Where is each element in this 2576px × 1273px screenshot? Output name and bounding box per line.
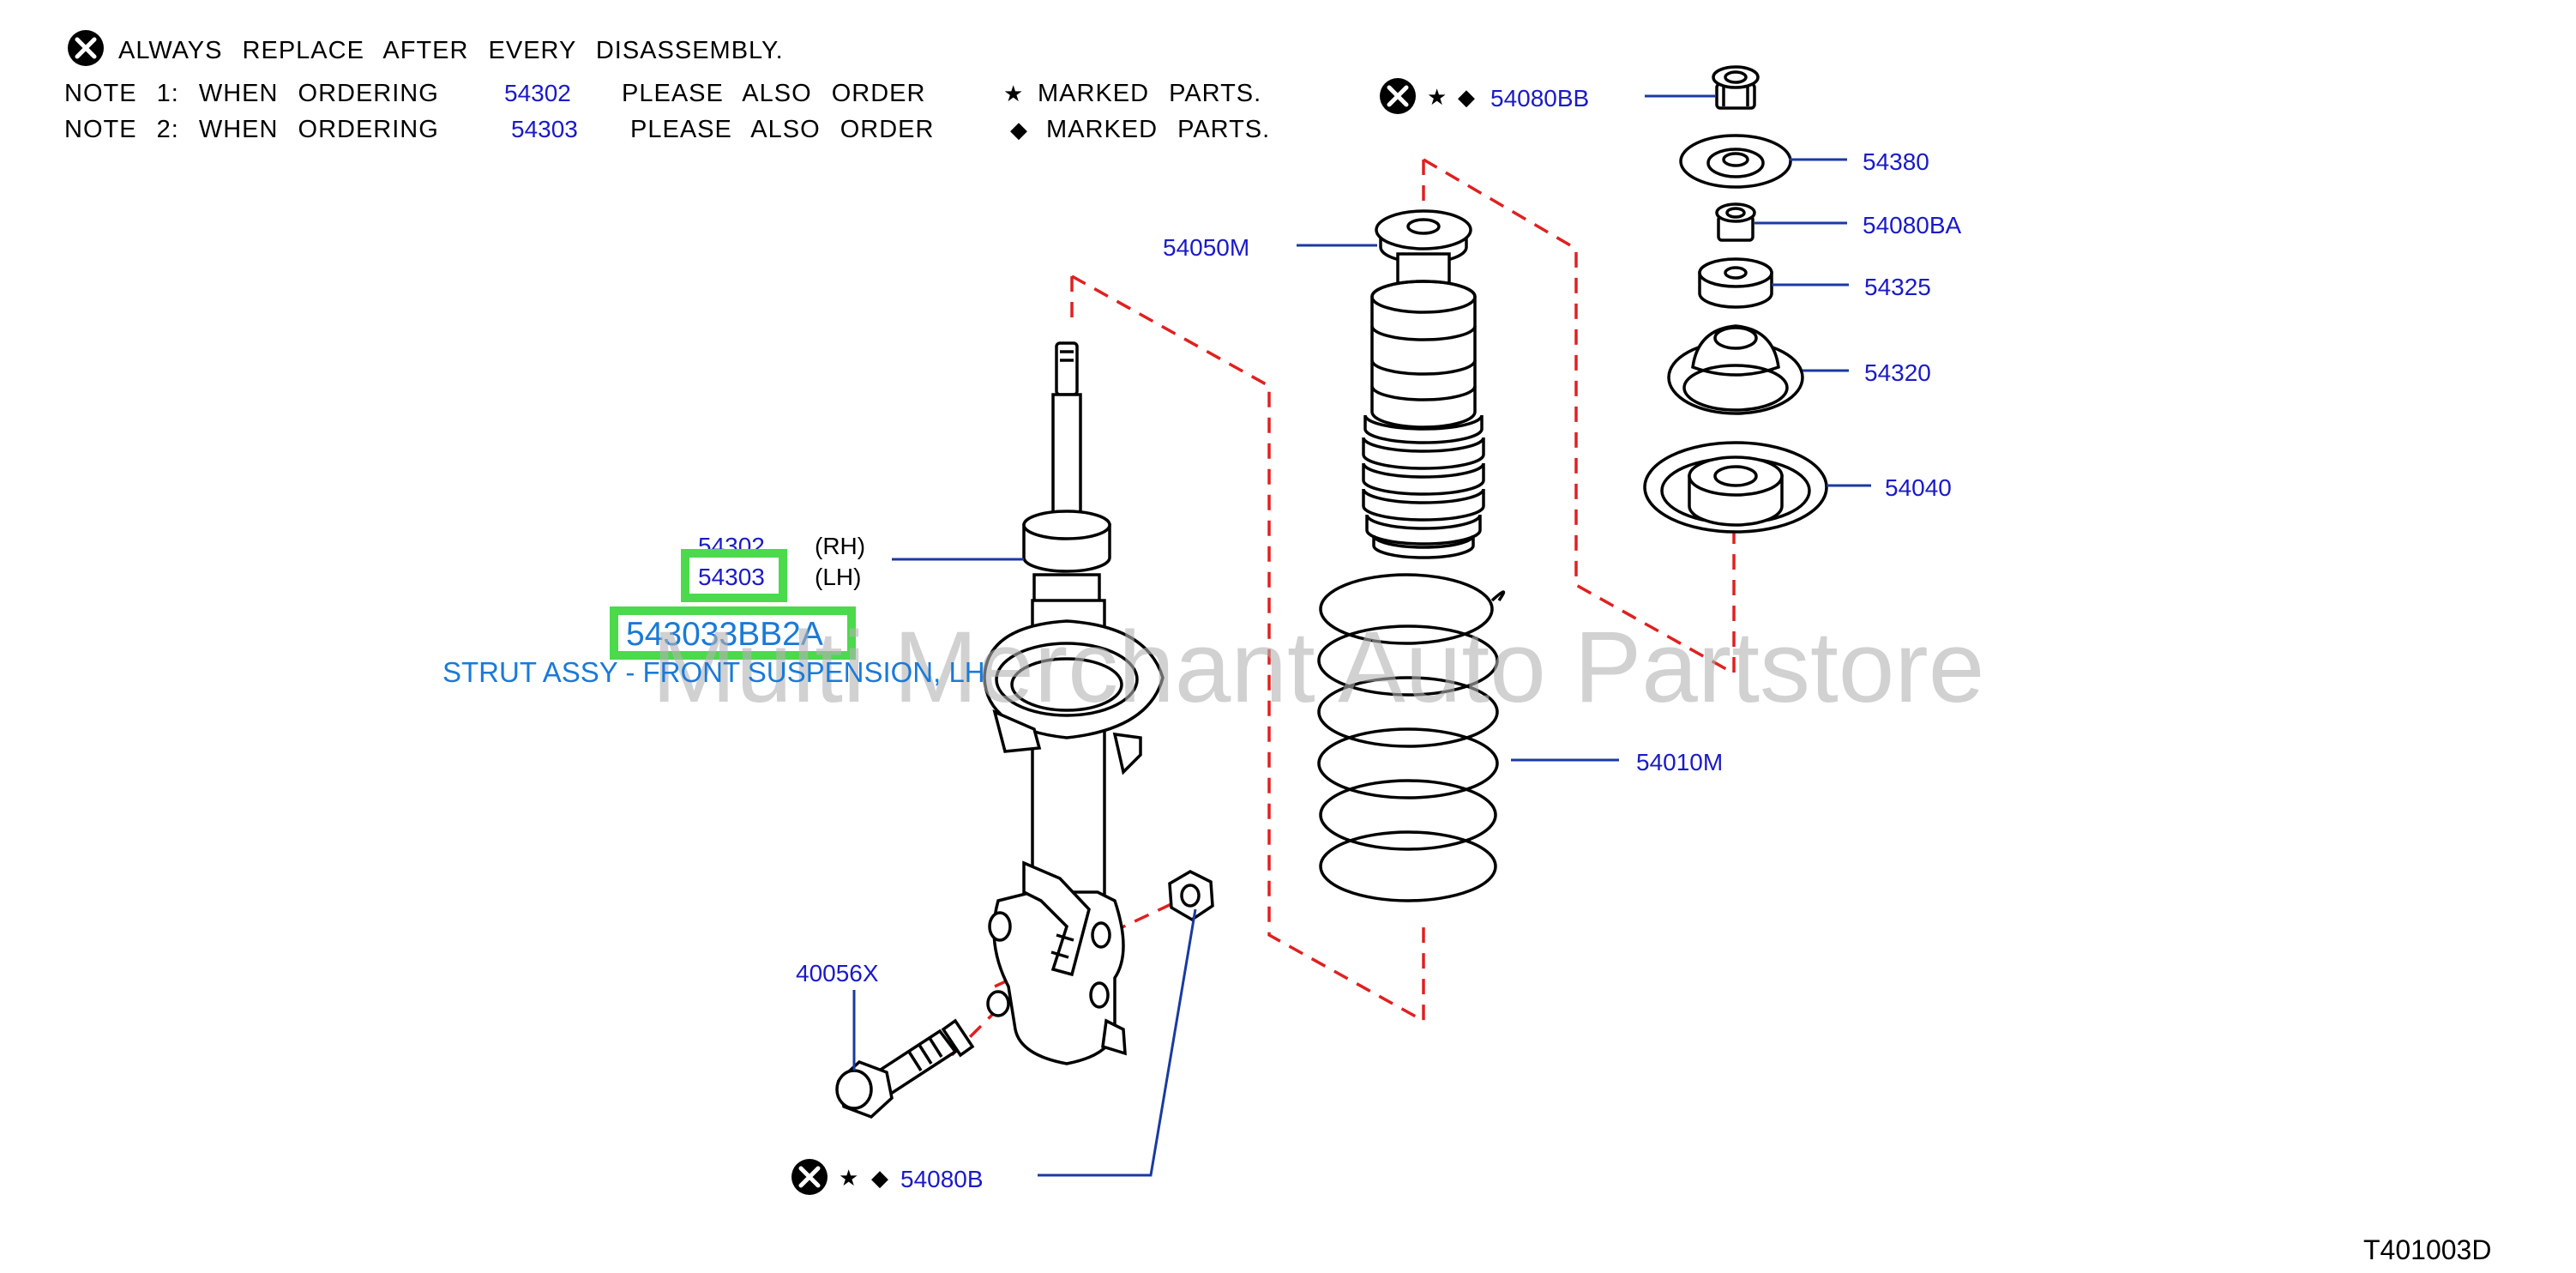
side-label-rh: (RH) [815,533,865,559]
note-1-part-number[interactable]: 54302 [504,80,571,106]
diamond-icon: ◆ [871,1166,888,1192]
nut-54080b[interactable] [1168,870,1214,922]
part-label-54303[interactable]: 54303 [698,564,765,590]
insulator-54320[interactable] [1667,324,1804,415]
replace-symbol-54080b-icon [791,1159,828,1195]
diamond-icon: ◆ [1010,118,1027,143]
note-1-middle: PLEASE ALSO ORDER [622,80,925,107]
part-label-54380[interactable]: 54380 [1863,148,1929,175]
nut-54080ba[interactable] [1715,202,1756,242]
selected-part-number[interactable]: 543033BB2A [626,616,823,653]
replace-symbol-54080bb-icon [1380,78,1416,114]
washer-54380[interactable] [1679,134,1792,189]
note-2-label: NOTE 2: WHEN ORDERING [64,116,439,143]
part-label-54010m[interactable]: 54010M [1636,749,1723,775]
selected-part-description: STRUT ASSY - FRONT SUSPENSION, LH [442,656,985,688]
note-2-part-number[interactable]: 54303 [511,116,578,142]
star-icon: ★ [1427,85,1447,111]
diamond-icon: ◆ [1458,85,1475,111]
star-icon: ★ [1003,81,1023,107]
replace-note: ALWAYS REPLACE AFTER EVERY DISASSEMBLY. [118,37,784,64]
part-label-54050m[interactable]: 54050M [1163,234,1249,261]
part-label-54080ba[interactable]: 54080BA [1863,212,1962,238]
side-label-lh: (LH) [815,564,861,590]
part-label-54325[interactable]: 54325 [1864,274,1931,300]
mount-seat-54040[interactable] [1643,441,1828,534]
part-label-54040[interactable]: 54040 [1885,474,1952,501]
bushing-54325[interactable] [1698,257,1773,309]
highlight-box-54303 [681,549,787,602]
star-icon: ★ [839,1166,858,1192]
highlight-box-selected [610,606,856,660]
note-2-middle: PLEASE ALSO ORDER [630,116,934,143]
watermark: Multi Merchant Auto Partstore [652,611,1984,724]
bump-stop-54050m[interactable] [1362,209,1485,559]
coil-spring-54010m[interactable] [1317,573,1506,902]
part-label-40056x[interactable]: 40056X [796,960,879,986]
part-label-54080b[interactable]: 54080B [900,1166,984,1192]
leader-lines [852,94,1871,1177]
note-1-end: MARKED PARTS. [1038,80,1261,107]
diagram-code: T401003D [2363,1234,2491,1265]
strut-assembly-54303[interactable] [983,341,1165,1065]
bolt-40056x[interactable] [835,1018,975,1119]
nut-54080bb[interactable] [1712,65,1760,110]
note-1-label: NOTE 1: WHEN ORDERING [64,80,439,107]
replace-symbol-icon [68,30,104,66]
note-2-end: MARKED PARTS. [1046,116,1270,143]
part-label-54320[interactable]: 54320 [1864,359,1931,386]
part-label-54080bb[interactable]: 54080BB [1490,85,1589,112]
